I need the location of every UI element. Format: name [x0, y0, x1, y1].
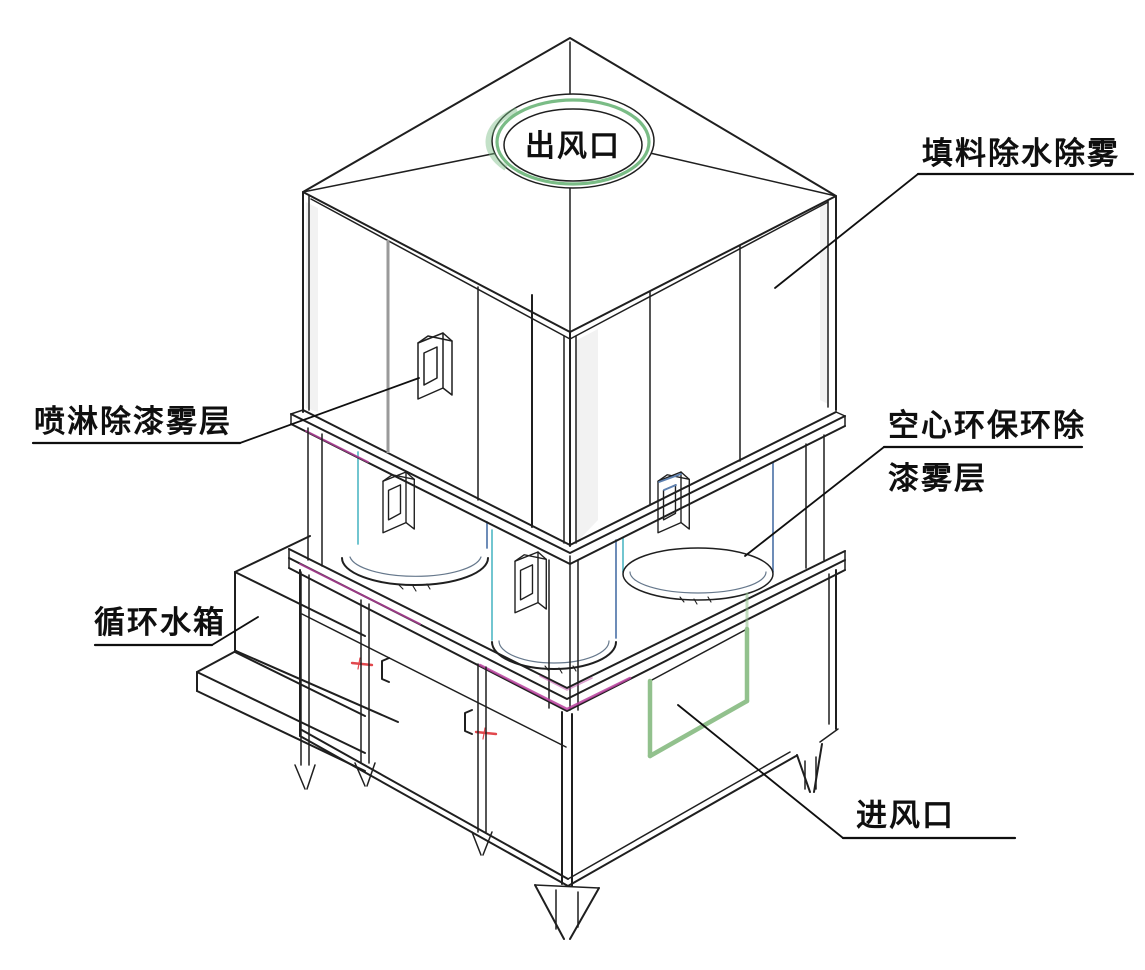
hollow-ring-label-line2: 漆雾层	[888, 461, 987, 496]
inspection-port-spray	[417, 332, 453, 400]
callout-water-tank: 循环水箱	[93, 605, 259, 647]
air-inlet-label: 进风口	[856, 798, 955, 833]
packing-label: 填料除水除雾	[922, 136, 1120, 171]
leg-left-inner	[471, 663, 493, 856]
callout-air-inlet: 进风口	[677, 704, 1017, 840]
cylinder-center	[491, 529, 617, 674]
leg-front-corner	[534, 711, 600, 940]
door-handle-lower	[464, 709, 473, 735]
cylinder-right	[622, 462, 774, 605]
door-handle-upper	[381, 657, 390, 683]
leg-front-left	[294, 571, 316, 790]
lower-cabinet	[299, 569, 839, 887]
packing-section	[302, 191, 837, 547]
callout-spray: 喷淋除漆雾层	[31, 377, 420, 445]
inspection-port-ring-left	[382, 471, 415, 534]
spray-label: 喷淋除漆雾层	[34, 404, 232, 439]
lower-rim	[288, 548, 846, 712]
hollow-ring-label-line1: 空心环保环除	[888, 408, 1086, 443]
leg-right	[796, 743, 823, 793]
mid-rim	[290, 409, 846, 565]
air-outlet-label: 出风口	[525, 130, 621, 163]
callout-packing: 填料除水除雾	[774, 136, 1135, 289]
inspection-port-ring-front	[514, 551, 547, 614]
air-inlet-frame	[647, 592, 750, 759]
air-outlet: 出风口	[485, 93, 655, 189]
water-tank-label: 循环水箱	[94, 605, 226, 640]
inspection-port-ring-right	[657, 471, 690, 534]
callout-hollow-ring: 空心环保环除 漆雾层	[744, 408, 1086, 557]
water-tank-shelf	[196, 650, 399, 772]
cylinder-left	[341, 451, 489, 592]
leg-left-mid	[354, 599, 376, 787]
